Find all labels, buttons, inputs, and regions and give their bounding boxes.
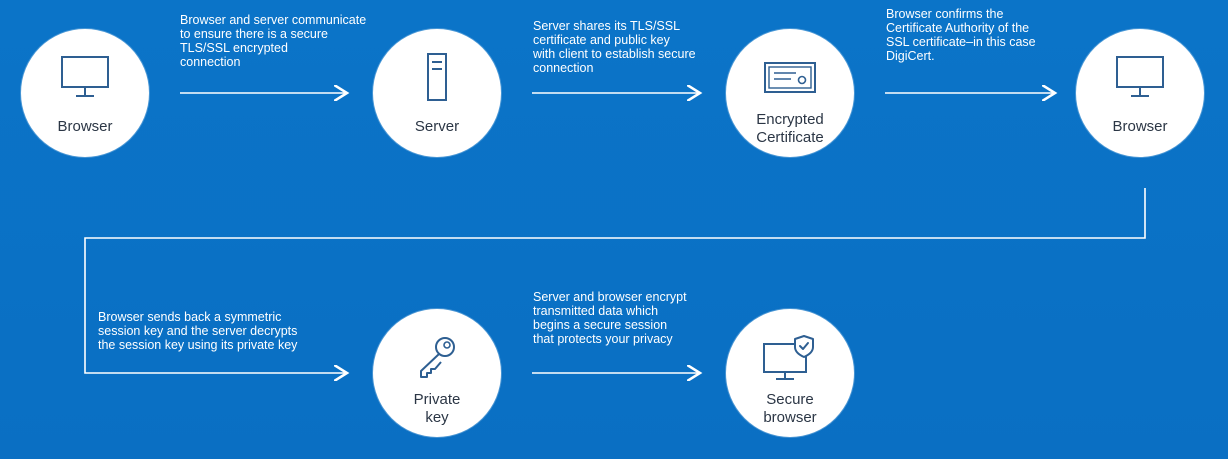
browser-node: Browser (21, 29, 149, 157)
certificate-icon (760, 51, 820, 103)
encrypted-certificate-node: Encrypted Certificate (726, 29, 854, 157)
step-5-text: Server and browser encrypt transmitted d… (533, 290, 687, 346)
private-key-label: Private key (413, 391, 461, 426)
step-4-text: Browser sends back a symmetric session k… (98, 310, 298, 352)
monitor-icon (55, 51, 115, 103)
step-3-text: Browser confirms the Certificate Authori… (886, 7, 1036, 63)
server-icon (407, 51, 467, 103)
secure-browser-node: Secure browser (726, 309, 854, 437)
monitor-icon (1110, 51, 1170, 103)
browser-confirm-node: Browser (1076, 29, 1204, 157)
encrypted-certificate-label: Encrypted Certificate (756, 111, 824, 146)
key-icon (407, 331, 467, 383)
browser-label: Browser (57, 118, 113, 135)
private-key-node: Private key (373, 309, 501, 437)
secure-browser-label: Secure browser (763, 391, 817, 426)
server-node: Server (373, 29, 501, 157)
browser-confirm-label: Browser (1112, 118, 1168, 135)
server-label: Server (414, 118, 460, 135)
step-2-text: Server shares its TLS/SSL certificate an… (533, 19, 696, 75)
step-1-text: Browser and server communicate to ensure… (180, 13, 367, 69)
secure-monitor-icon (760, 331, 820, 383)
connector-browser-to-bottom-row (84, 188, 1146, 373)
